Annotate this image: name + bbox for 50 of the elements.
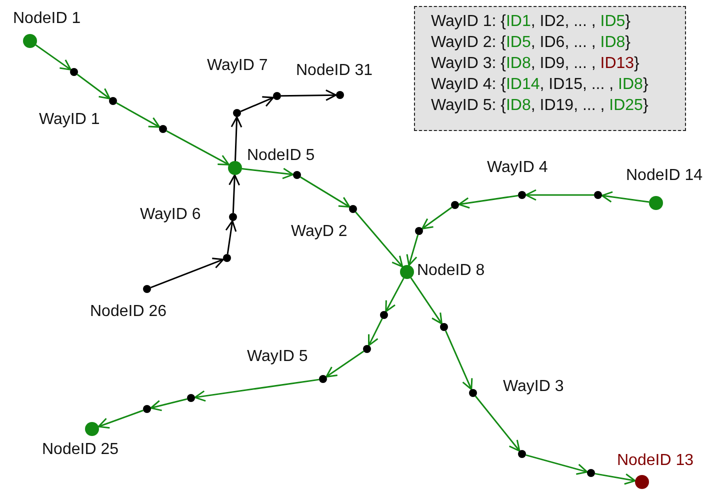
arrow [474,396,520,452]
way-label: WayID 1 [39,111,100,129]
arrow [194,378,320,402]
note-box [414,6,686,131]
arrow [410,277,443,324]
way-label: WayD 2 [291,223,348,241]
arrow [230,116,242,162]
way-label: WayID 4 [487,159,548,177]
arrow [240,96,274,112]
node-label: NodeID 31 [296,62,372,80]
way-label: WayID 7 [207,57,268,75]
arrow [76,74,111,100]
arrow [422,206,452,230]
node-label: NodeID 14 [626,167,702,185]
way-list-text: WayID 2: {ID5, ID6, ... , ID8} [431,33,632,53]
way-label: WayID 5 [247,348,308,366]
way-label: WayID 6 [140,206,201,224]
node-label: NodeID 25 [42,441,118,459]
arrow [458,194,518,209]
arrow [385,278,404,312]
way-label: WayID 3 [503,378,564,396]
arrow [368,318,383,346]
arrow [225,220,237,254]
node-label: NodeID 8 [417,262,485,280]
arrow [228,174,240,214]
way-list-text: WayID 1: {ID1, ID2, ... , ID5} [431,12,632,32]
node-label: NodeID 13 [617,452,694,470]
arrow [98,410,144,429]
arrow [594,472,636,485]
arrow [116,102,160,128]
arrow [166,130,230,166]
way-list-text: WayID 3: {ID8, ID9, ... , ID13} [431,54,640,74]
arrow [526,454,588,475]
arrow [355,212,404,268]
way-list-text: WayID 5: {ID8, ID19, ... , ID25} [431,96,650,116]
node-label: NodeID 5 [247,147,315,165]
way-list-text: WayID 4: {ID14, ID15, ... , ID8} [431,75,650,95]
arrow [280,89,337,101]
arrow [326,350,364,378]
arrow [150,398,188,412]
arrow [525,189,594,201]
arrow [406,234,419,266]
node-label: NodeID 1 [13,10,81,28]
arrow [444,330,473,390]
arrow [300,176,350,208]
arrow [242,168,294,180]
node-label: NodeID 26 [90,303,166,321]
arrow [601,191,650,203]
arrow [150,258,224,288]
arrow [35,44,72,70]
